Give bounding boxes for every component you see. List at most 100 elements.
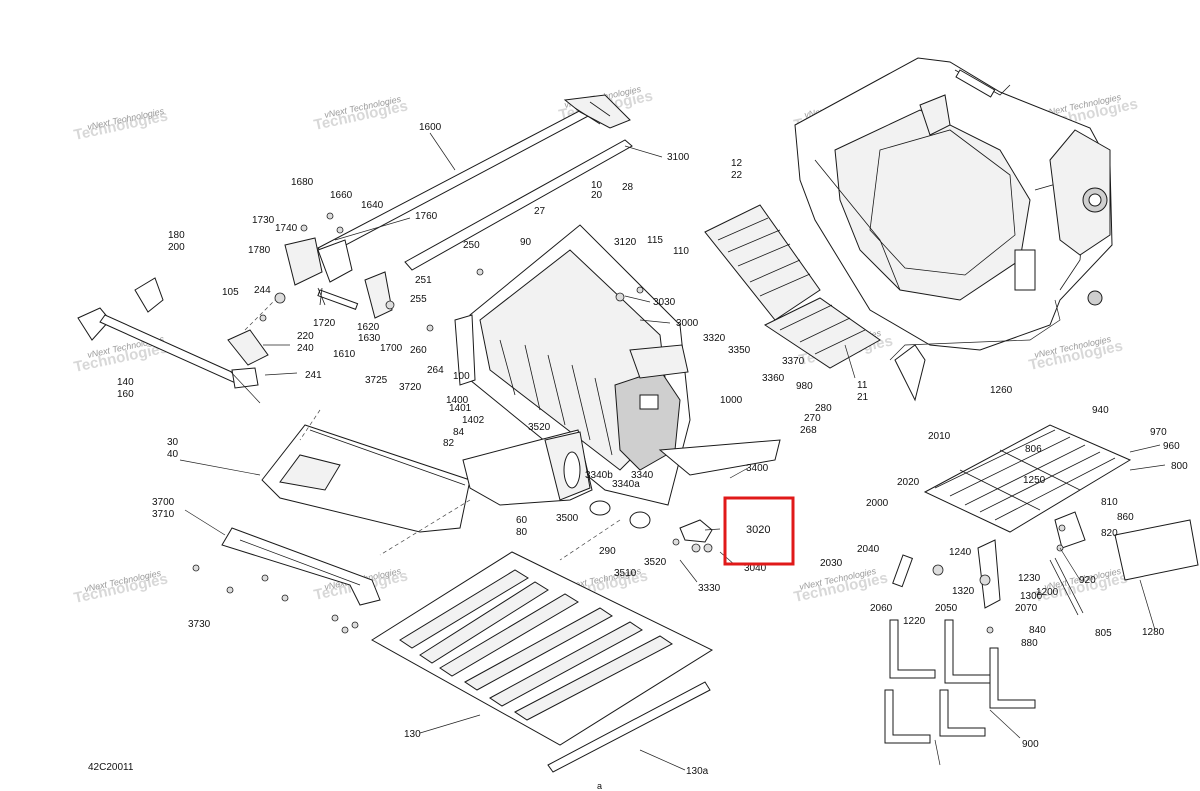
part-label: 3400 <box>746 463 769 474</box>
floor-mats-drawing <box>704 204 881 369</box>
part-label: 2060 <box>870 603 893 614</box>
part-label: 3120 <box>614 237 637 248</box>
part-label: 60 <box>516 515 528 526</box>
part-label: 2010 <box>928 431 951 442</box>
part-label: 1250 <box>1023 475 1046 486</box>
part-label: 3500 <box>556 513 579 524</box>
part-label: 1320 <box>952 586 975 597</box>
part-label: 1400 <box>446 395 469 406</box>
part-label: 880 <box>1021 638 1038 649</box>
part-label: 3510 <box>614 568 637 579</box>
footer-mark: a <box>597 781 602 791</box>
part-label: 3340b <box>585 470 613 481</box>
part-label: 1740 <box>275 223 298 234</box>
part-label: 3330 <box>698 583 721 594</box>
part-label: 1640 <box>361 200 384 211</box>
part-label: 3730 <box>188 619 211 630</box>
part-label: 3340 <box>631 470 654 481</box>
part-label: 22 <box>731 170 743 181</box>
part-label: 290 <box>599 546 616 557</box>
part-label: 40 <box>167 449 179 460</box>
part-label: 1402 <box>462 415 485 426</box>
part-label: 90 <box>520 237 532 248</box>
part-label: 200 <box>168 242 185 253</box>
part-label: 940 <box>1092 405 1109 416</box>
support-arms-drawing <box>77 277 269 389</box>
part-label: 980 <box>796 381 813 392</box>
part-label: 180 <box>168 230 185 241</box>
part-label: 2070 <box>1015 603 1038 614</box>
floor-panel-drawing <box>371 551 714 773</box>
part-label: 840 <box>1029 625 1046 636</box>
part-label: 3030 <box>653 297 676 308</box>
tailgate-drawing <box>426 224 781 506</box>
part-label: 3370 <box>782 356 805 367</box>
part-label: 130a <box>686 766 709 777</box>
part-label: 3520 <box>644 557 667 568</box>
part-label: 3340a <box>612 479 640 490</box>
part-label: 2030 <box>820 558 843 569</box>
rails-drawing <box>317 94 633 271</box>
part-label: 244 <box>254 285 271 296</box>
part-label: 255 <box>410 294 427 305</box>
part-label: 1730 <box>252 215 275 226</box>
part-label: 3040 <box>744 563 767 574</box>
part-label: 1620 <box>357 322 380 333</box>
part-label: 1240 <box>949 547 972 558</box>
hooks-drawing <box>884 619 1036 744</box>
part-label: 2040 <box>857 544 880 555</box>
part-label: 806 <box>1025 444 1042 455</box>
part-label: 800 <box>1171 461 1188 472</box>
part-label: 105 <box>222 287 239 298</box>
bracket-3020-drawing <box>672 519 713 553</box>
part-label: 28 <box>622 182 634 193</box>
part-label: 160 <box>117 389 134 400</box>
part-label: 264 <box>427 365 444 376</box>
part-label: 810 <box>1101 497 1118 508</box>
part-label: 3700 <box>152 497 175 508</box>
part-label: 27 <box>534 206 546 217</box>
part-label: 100 <box>453 371 470 382</box>
part-label: 1000 <box>720 395 743 406</box>
leader-lines <box>179 132 1166 771</box>
part-label: 30 <box>167 437 179 448</box>
part-label: 280 <box>815 403 832 414</box>
part-labels: 1600310016801660164017601730174017801802… <box>117 122 1188 777</box>
side-panels-drawing <box>261 424 651 533</box>
part-label: 1700 <box>380 343 403 354</box>
part-label: 900 <box>1022 739 1039 750</box>
part-label: 140 <box>117 377 134 388</box>
part-label: 240 <box>297 343 314 354</box>
part-label: 3720 <box>399 382 422 393</box>
latch-cluster-drawing <box>259 212 395 322</box>
part-label: 3725 <box>365 375 388 386</box>
diagram-code: 42C20011 <box>88 762 134 773</box>
part-label: 12 <box>731 158 743 169</box>
part-label: 20 <box>591 190 603 201</box>
part-label: 920 <box>1079 575 1096 586</box>
part-label: 1280 <box>1142 627 1165 638</box>
part-label: 1200 <box>1036 587 1059 598</box>
rack-frame-drawing <box>892 424 1199 634</box>
part-label: 3350 <box>728 345 751 356</box>
part-label: 860 <box>1117 512 1134 523</box>
part-label: 3360 <box>762 373 785 384</box>
step-bar-drawing <box>192 527 381 634</box>
part-label: 1760 <box>415 211 438 222</box>
part-label: 241 <box>305 370 322 381</box>
cargo-box-drawing <box>794 57 1113 402</box>
part-label: 270 <box>804 413 821 424</box>
part-label: 21 <box>857 392 869 403</box>
part-label: 250 <box>463 240 480 251</box>
highlight-box <box>723 496 795 566</box>
part-label: 3520 <box>528 422 551 433</box>
part-label: 251 <box>415 275 432 286</box>
part-label: 2000 <box>866 498 889 509</box>
part-label: 960 <box>1163 441 1180 452</box>
part-label: 115 <box>647 235 663 246</box>
part-label: 805 <box>1095 628 1112 639</box>
part-label: 80 <box>516 527 528 538</box>
part-label: 1600 <box>419 122 442 133</box>
part-label: 260 <box>410 345 427 356</box>
